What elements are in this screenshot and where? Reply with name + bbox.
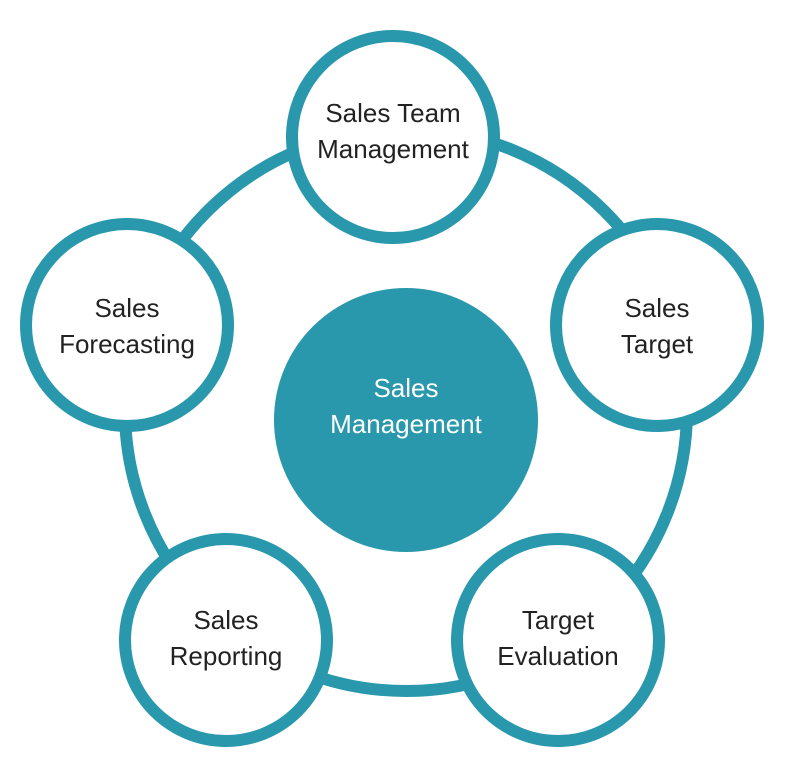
node-label-target-evaluation: Target Evaluation: [458, 602, 658, 674]
node-circle-sales-target: [550, 218, 764, 432]
node-label-line1: Target: [521, 605, 595, 635]
node-label-line1: Sales Team: [325, 98, 461, 128]
node-circle-sales-forecasting: [20, 218, 234, 432]
node-label-sales-forecasting: Sales Forecasting: [27, 290, 227, 362]
node-label-sales-team-management: Sales Team Management: [293, 95, 493, 167]
node-circle-sales-reporting: [119, 533, 333, 747]
center-label-line2: Management: [330, 409, 482, 439]
node-label-line2: Management: [317, 134, 469, 164]
node-label-line1: Sales: [193, 605, 259, 635]
node-label-line2: Reporting: [169, 641, 283, 671]
node-label-line2: Target: [620, 329, 694, 359]
node-label-line1: Sales: [624, 293, 690, 323]
node-label-sales-target: Sales Target: [557, 290, 757, 362]
node-circle-target-evaluation: [451, 533, 665, 747]
node-circle-sales-team-management: [286, 30, 500, 244]
node-label-line2: Forecasting: [59, 329, 195, 359]
center-label-line1: Sales: [373, 373, 439, 403]
node-label-line2: Evaluation: [497, 641, 619, 671]
node-label-line1: Sales: [94, 293, 160, 323]
node-label-sales-reporting: Sales Reporting: [126, 602, 326, 674]
center-label: Sales Management: [286, 370, 526, 442]
center-circle: [274, 288, 538, 552]
